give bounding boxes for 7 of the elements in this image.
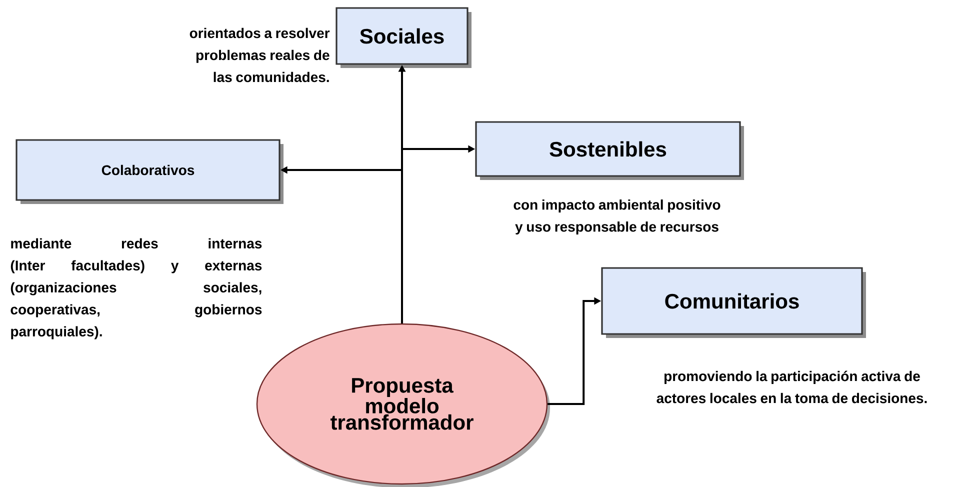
description-text: orientados a resolver problemas reales de las comunidades. bbox=[190, 28, 330, 82]
concept-box: Sociales bbox=[336, 7, 472, 68]
concept-box: Comunitarios bbox=[601, 267, 866, 338]
description-text: promoviendo la participación activa de actores locales en la toma de decisiones. bbox=[656, 370, 927, 404]
description-text: con impacto ambiental positivo y uso responsable de recursos bbox=[514, 199, 720, 235]
concept-box: Colaborativos bbox=[16, 139, 284, 204]
concept-box: Sostenibles bbox=[475, 121, 744, 180]
